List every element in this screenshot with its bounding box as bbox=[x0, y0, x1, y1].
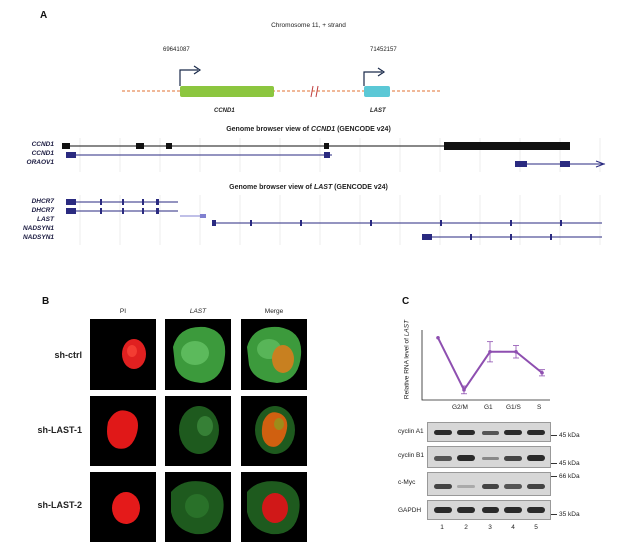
panel-c-letter: C bbox=[402, 296, 410, 307]
data-point bbox=[488, 349, 492, 354]
x-label-g2m: G2/M bbox=[452, 404, 468, 411]
micrograph-pi-sh-ctrl bbox=[90, 319, 156, 390]
browser1-title: Genome browser view of CCND1 (GENCODE v2… bbox=[226, 126, 391, 133]
x-label-s: S bbox=[537, 404, 542, 411]
micrograph-pi-sh-last-2 bbox=[90, 472, 156, 542]
micrograph-last-sh-last-1 bbox=[165, 396, 231, 466]
panel-b-letter: B bbox=[42, 296, 50, 307]
x-label-g1s: G1/S bbox=[506, 404, 521, 411]
blot-label-c-myc: c-Myc bbox=[398, 479, 416, 486]
column-label-pi: PI bbox=[119, 308, 127, 315]
column-label-last: LAST bbox=[189, 308, 207, 315]
chromosome-title: Chromosome 11, + strand bbox=[271, 22, 346, 29]
browser2-title: Genome browser view of LAST (GENCODE v24… bbox=[229, 184, 388, 191]
data-point bbox=[436, 335, 440, 340]
blot-cyclin-a1 bbox=[427, 422, 551, 442]
last-gene-box bbox=[364, 86, 390, 97]
lane-number-1: 1 bbox=[440, 524, 444, 531]
ccnd1-tss-arrow bbox=[179, 69, 198, 86]
ccnd1-gene-box bbox=[180, 86, 274, 97]
genome-browser-last bbox=[66, 195, 602, 245]
lane-number-4: 4 bbox=[511, 524, 515, 531]
break-mark-right bbox=[315, 85, 319, 98]
last-gene-label: LAST bbox=[370, 108, 386, 114]
lane-number-5: 5 bbox=[534, 524, 538, 531]
lane-number-3: 3 bbox=[488, 524, 492, 531]
chart-y-axis-label: Relative RNA level of LAST bbox=[403, 319, 411, 400]
row-label-sh-last-1: sh-LAST-1 bbox=[37, 425, 82, 435]
x-label-g1: G1 bbox=[484, 404, 493, 411]
column-label-merge: Merge bbox=[264, 308, 284, 315]
blot-c-myc bbox=[427, 472, 551, 496]
relative-rna-line-chart bbox=[421, 330, 550, 401]
browser2-track-label-1: DHCR7 bbox=[31, 198, 54, 205]
micrograph-last-sh-last-2 bbox=[165, 472, 231, 542]
coordinate-right: 71452157 bbox=[370, 47, 397, 53]
micrograph-last-sh-ctrl bbox=[165, 319, 231, 390]
browser1-track-label-2: CCND1 bbox=[31, 150, 54, 157]
chart-axes bbox=[421, 330, 550, 401]
micrograph-merge-sh-last-2 bbox=[241, 472, 307, 542]
lane-number-2: 2 bbox=[464, 524, 468, 531]
blot-cyclin-b1 bbox=[427, 446, 551, 468]
row-label-sh-ctrl: sh-ctrl bbox=[54, 350, 82, 360]
data-point bbox=[514, 349, 518, 354]
kda-gapdh: 35 kDa bbox=[559, 511, 580, 518]
kda-c-myc: 66 kDa bbox=[559, 473, 580, 480]
browser2-track-label-3: LAST bbox=[37, 216, 54, 223]
gene-locus-diagram bbox=[122, 65, 440, 98]
browser1-track-label-3: ORAOV1 bbox=[26, 159, 54, 166]
blot-label-cyclin-b1: cyclin B1 bbox=[398, 452, 425, 459]
blot-label-gapdh: GAPDH bbox=[398, 507, 422, 514]
blot-gapdh bbox=[427, 500, 551, 520]
micrograph-merge-sh-ctrl bbox=[241, 319, 307, 390]
break-mark-left bbox=[310, 85, 314, 98]
genome-browser-ccnd1 bbox=[62, 138, 606, 172]
data-point bbox=[540, 370, 544, 375]
coordinate-left: 69641087 bbox=[163, 47, 190, 53]
last-tss-arrow bbox=[363, 71, 382, 86]
kda-cyclin-b1: 45 kDa bbox=[559, 460, 580, 467]
micrograph-pi-sh-last-1 bbox=[90, 396, 156, 466]
micrograph-merge-sh-last-1 bbox=[241, 396, 307, 466]
data-point bbox=[462, 388, 466, 392]
row-label-sh-last-2: sh-LAST-2 bbox=[37, 500, 82, 510]
browser1-track-label-1: CCND1 bbox=[31, 141, 54, 148]
browser2-track-label-4: NADSYN1 bbox=[22, 225, 54, 232]
ccnd1-gene-label: CCND1 bbox=[214, 108, 235, 114]
browser2-track-label-5: NADSYN1 bbox=[22, 234, 54, 241]
blot-label-cyclin-a1: cyclin A1 bbox=[398, 428, 424, 435]
browser2-track-label-2: DHCR7 bbox=[31, 207, 54, 214]
kda-cyclin-a1: 45 kDa bbox=[559, 432, 580, 439]
panel-a-letter: A bbox=[40, 10, 48, 21]
